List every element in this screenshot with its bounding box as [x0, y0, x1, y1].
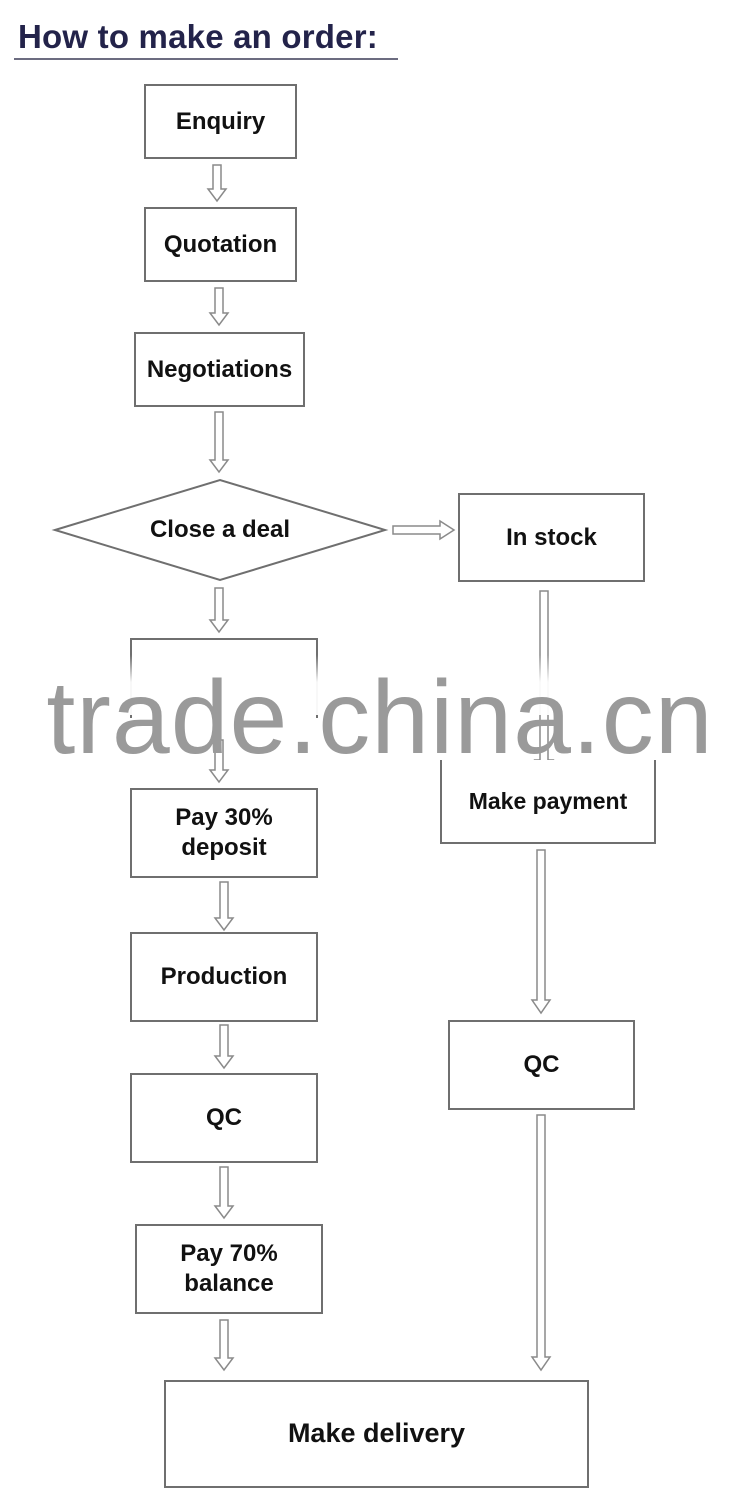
in-stock-label: In stock	[506, 523, 597, 551]
enquiry-label: Enquiry	[175, 107, 266, 135]
arrow-contract-to-deposit	[208, 739, 230, 784]
page-title: How to make an order:	[18, 18, 378, 55]
arrow-deposit-to-production	[213, 881, 235, 932]
arrow-qc-to-balance	[213, 1166, 235, 1220]
quotation-box: Quotation	[144, 207, 297, 282]
pay-balance-label: Pay 70% balance	[180, 1240, 278, 1297]
enquiry-box: Enquiry	[144, 84, 297, 159]
close-deal-diamond	[51, 478, 389, 582]
pay-deposit-label: Pay 30% deposit	[175, 804, 273, 861]
make-payment-label: Make payment	[468, 787, 628, 814]
quotation-label: Quotation	[163, 230, 278, 258]
arrow-deal-to-contract	[208, 587, 230, 634]
negotiations-box: Negotiations	[134, 332, 305, 407]
negotiations-label: Negotiations	[146, 355, 293, 383]
watermark-fade	[110, 655, 670, 715]
pay-balance-box: Pay 70% balance	[135, 1224, 323, 1314]
arrow-qc-to-delivery	[530, 1114, 552, 1372]
arrow-production-to-qc	[213, 1024, 235, 1070]
pay-deposit-box: Pay 30% deposit	[130, 788, 318, 878]
arrow-enquiry-to-quotation	[206, 164, 228, 203]
arrow-balance-to-delivery	[213, 1319, 235, 1372]
production-box: Production	[130, 932, 318, 1022]
arrow-payment-to-qc	[530, 849, 552, 1015]
qc-right-box: QC	[448, 1020, 635, 1110]
qc-left-label: QC	[206, 1104, 242, 1131]
title-underline	[14, 58, 398, 60]
arrow-quotation-to-negotiations	[208, 287, 230, 327]
make-payment-box: Make payment	[440, 760, 656, 844]
make-delivery-box: Make delivery	[164, 1380, 589, 1488]
qc-right-label: QC	[523, 1051, 560, 1078]
production-label: Production	[160, 963, 288, 990]
arrow-negotiations-to-deal	[208, 411, 230, 474]
close-deal-label: Close a deal	[149, 516, 291, 543]
arrow-deal-to-instock	[392, 519, 456, 541]
in-stock-box: In stock	[458, 493, 645, 582]
qc-left-box: QC	[130, 1073, 318, 1163]
make-delivery-label: Make delivery	[287, 1418, 466, 1449]
